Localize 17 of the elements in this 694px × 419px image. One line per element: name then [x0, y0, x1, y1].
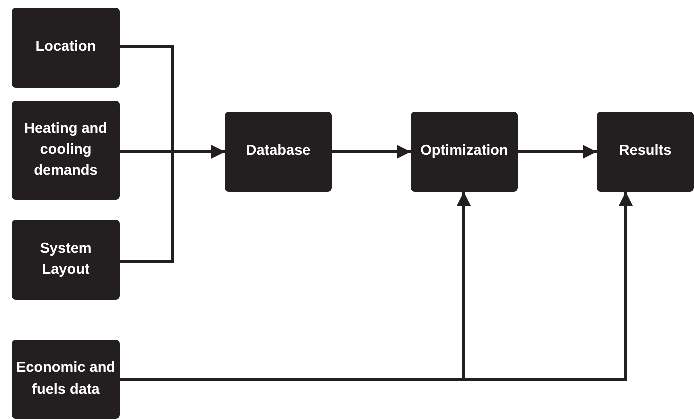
process-box	[12, 340, 120, 419]
process-box	[12, 101, 120, 200]
box-label: Database	[246, 142, 311, 162]
box-label: Heating and cooling demands	[24, 120, 108, 181]
arrow	[120, 145, 225, 264]
process-box	[597, 112, 694, 192]
box-label: System Layout	[39, 240, 93, 280]
box-label: Location	[36, 38, 96, 58]
process-box	[12, 220, 120, 300]
box-label: Economic and fuels data	[16, 359, 116, 400]
arrow	[518, 145, 597, 159]
process-box	[12, 8, 120, 88]
arrow	[332, 145, 411, 159]
box-label: Optimization	[420, 142, 508, 162]
box-label: Results	[619, 142, 672, 162]
process-box	[411, 112, 518, 192]
process-box	[225, 112, 332, 192]
